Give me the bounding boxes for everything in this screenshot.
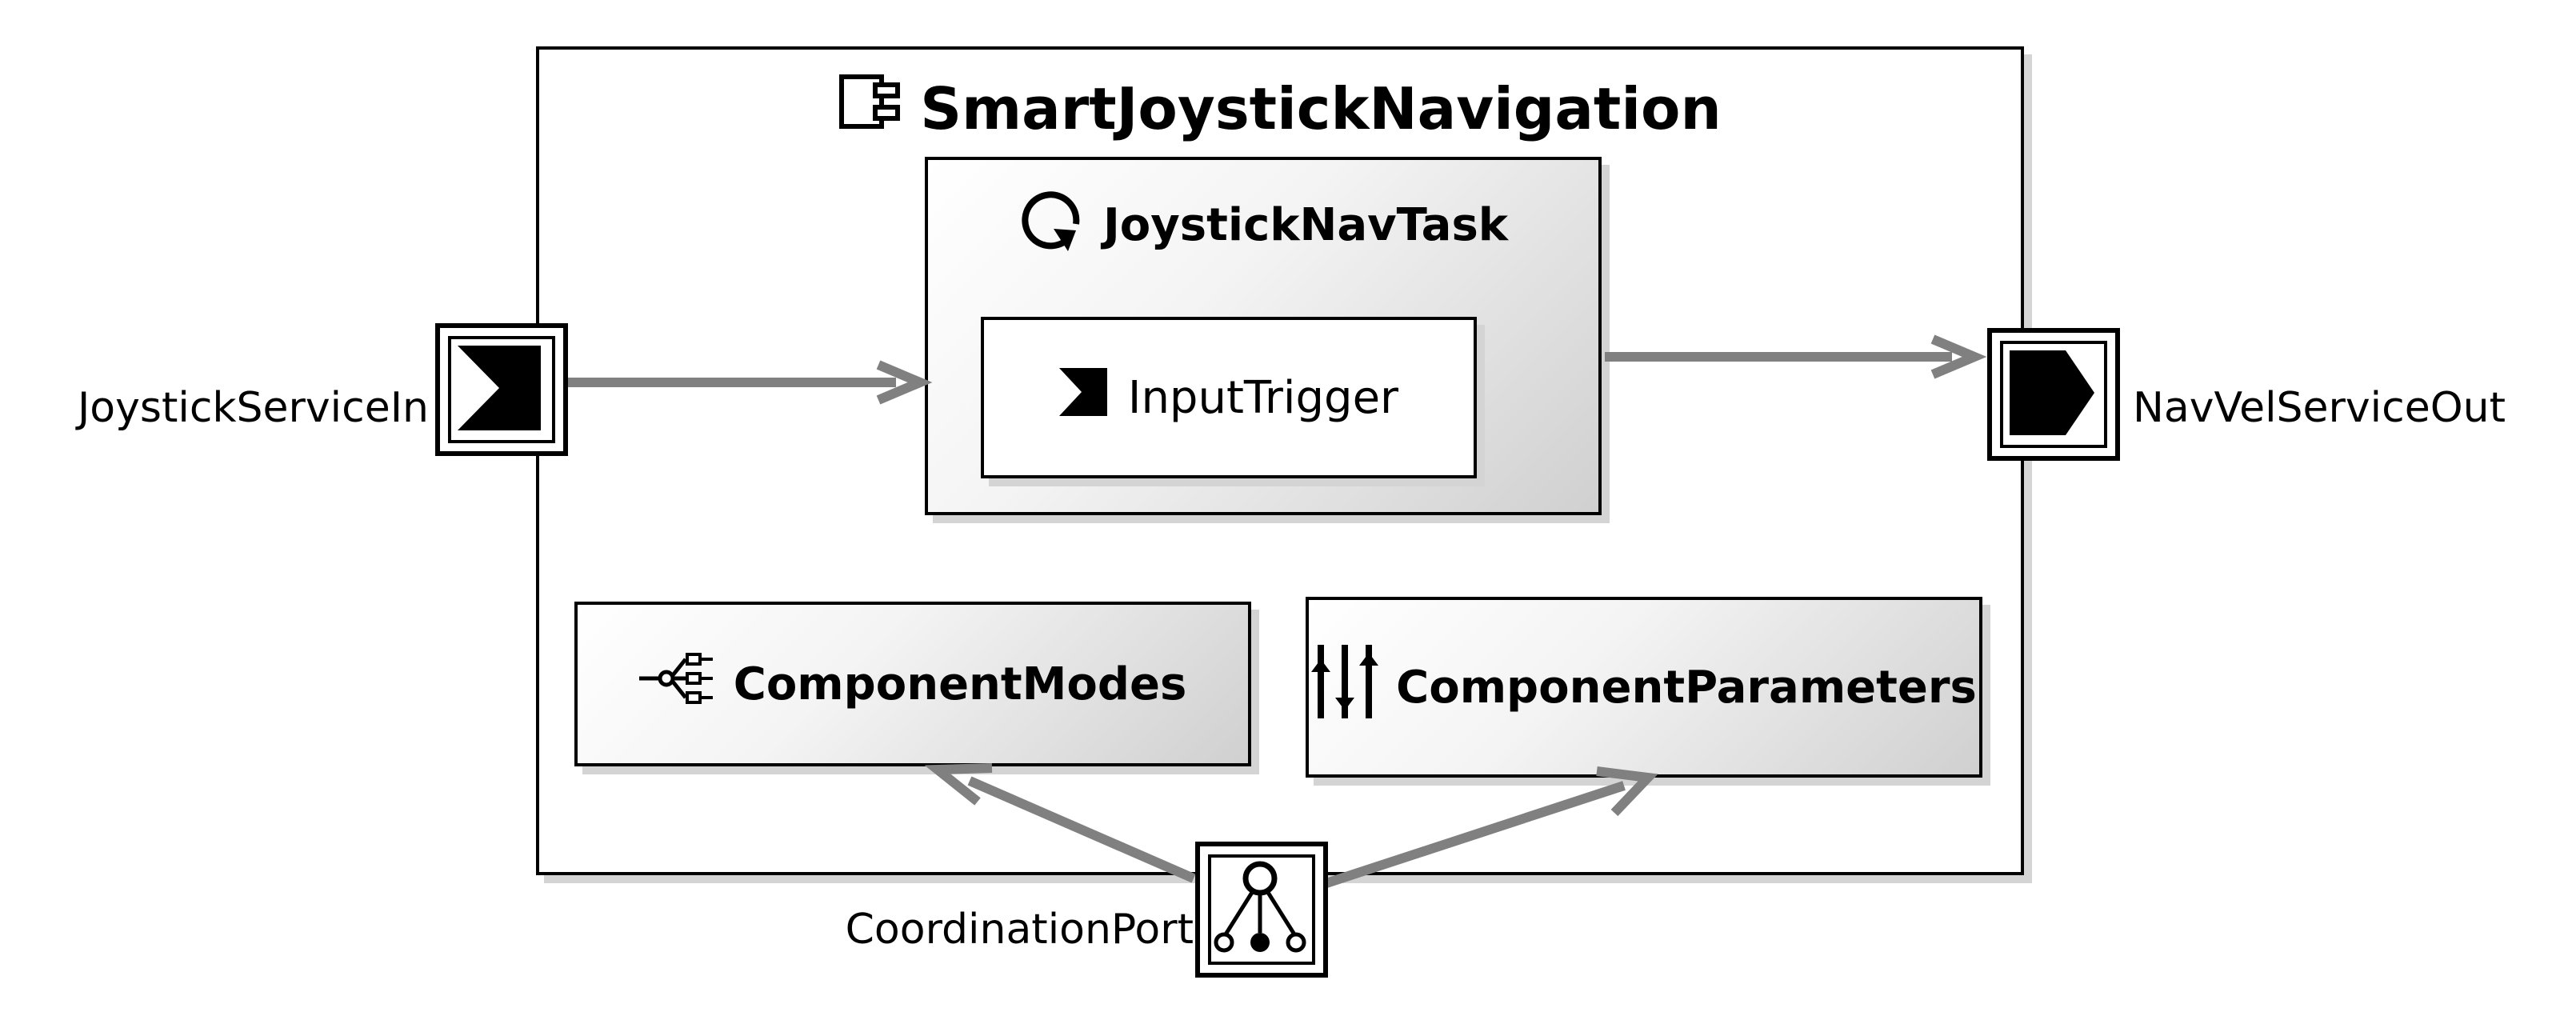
task-box[interactable]: JoystickNavTask InputTrigger <box>925 157 1602 515</box>
arrowhead-parameters <box>1596 766 1658 817</box>
task-name: JoystickNavTask <box>1102 198 1509 251</box>
component-parameters-box[interactable]: ComponentParameters <box>1306 597 1982 778</box>
component-title: SmartJoystickNavigation <box>539 74 2021 143</box>
input-trigger-box[interactable]: InputTrigger <box>981 317 1477 478</box>
nav-vel-service-out-label: NavVelServiceOut <box>2133 384 2506 432</box>
nav-vel-service-out-port[interactable] <box>1987 328 2120 461</box>
input-port-icon <box>458 346 541 430</box>
state-machine-icon <box>638 653 716 715</box>
coordination-port-label: CoordinationPort <box>845 906 1194 954</box>
input-trigger-title: InputTrigger <box>984 320 1474 475</box>
joystick-service-in-label: JoystickServiceIn <box>77 384 429 432</box>
arrowhead-modes <box>924 763 993 806</box>
component-name: SmartJoystickNavigation <box>920 74 1722 142</box>
component-icon <box>838 74 902 143</box>
task-title: JoystickNavTask <box>928 186 1598 264</box>
joystick-service-in-port[interactable] <box>435 323 568 456</box>
component-parameters-title: ComponentParameters <box>1309 600 1979 774</box>
input-trigger-name: InputTrigger <box>1127 371 1399 424</box>
output-port-icon <box>2010 350 2094 435</box>
sliders-icon <box>1311 642 1379 733</box>
component-modes-box[interactable]: ComponentModes <box>574 602 1251 766</box>
coordination-port[interactable] <box>1195 842 1328 978</box>
input-trigger-icon <box>1058 368 1110 427</box>
connector-coordination-to-modes <box>967 776 1196 883</box>
connector-coordination-to-parameters <box>1325 781 1626 888</box>
arrowhead-trigger <box>876 360 933 405</box>
component-modes-title: ComponentModes <box>578 605 1248 763</box>
task-cycle-icon <box>1018 186 1086 264</box>
arrowhead-output <box>1930 334 1987 379</box>
component-modes-name: ComponentModes <box>733 658 1187 710</box>
coordination-port-icon <box>1214 861 1306 953</box>
component-parameters-name: ComponentParameters <box>1396 661 1977 714</box>
